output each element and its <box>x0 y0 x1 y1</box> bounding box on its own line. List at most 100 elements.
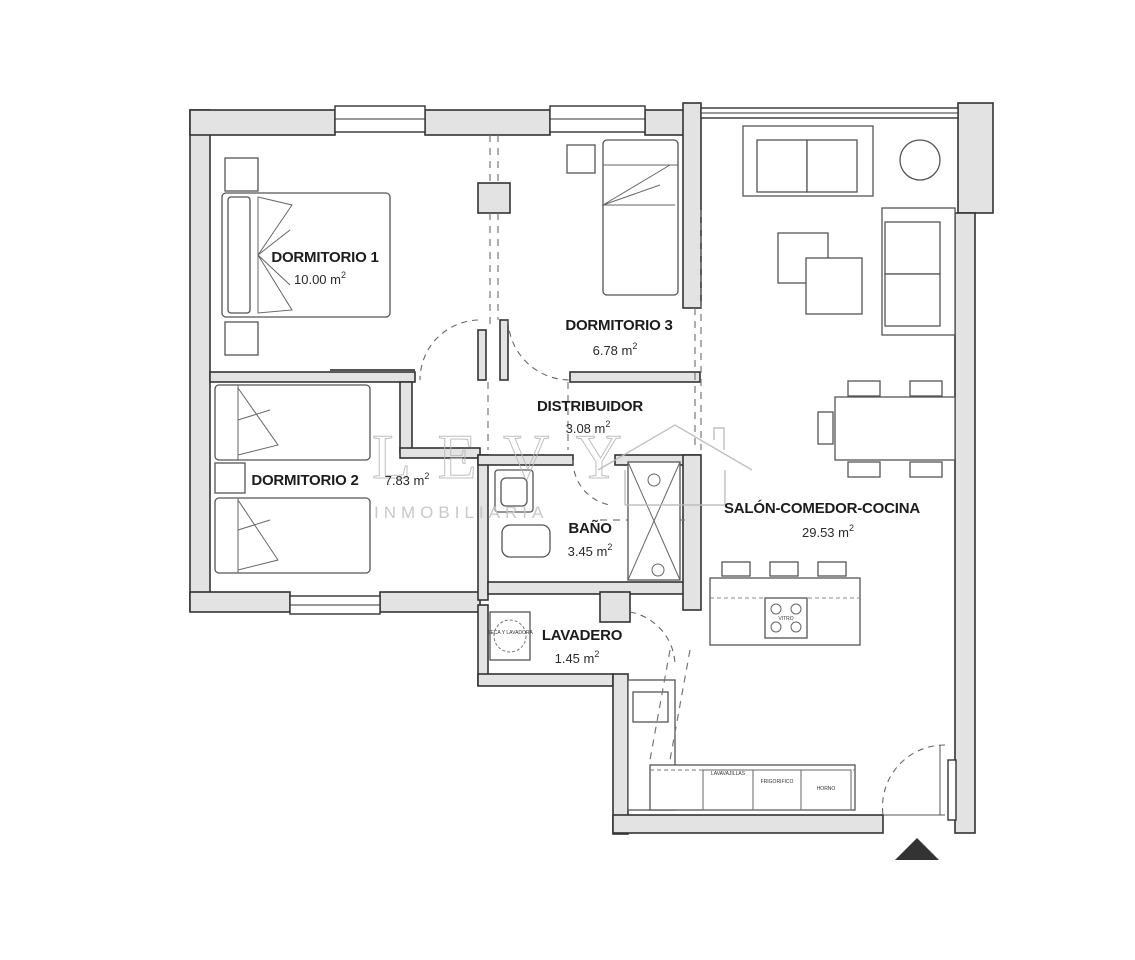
single-bed <box>602 139 679 296</box>
chair <box>847 380 881 397</box>
wall-dorm-door-right <box>499 319 509 381</box>
room-area-dormitorio-1: 10.00 m <box>294 272 341 287</box>
single-bed <box>214 497 371 574</box>
wall-dorm-door-left <box>477 329 487 381</box>
walls <box>189 102 994 835</box>
double-bed <box>221 192 391 318</box>
nightstand <box>224 321 259 356</box>
washer-dryer <box>489 611 531 661</box>
drain-icon <box>651 563 665 577</box>
door-lavadero <box>629 611 676 666</box>
room-area-unit: 2 <box>341 270 346 280</box>
washer-label: SECA Y LAVADORA <box>487 630 533 636</box>
dorm1-furniture <box>221 157 415 371</box>
door-entrance <box>881 744 946 816</box>
hob-icon <box>764 597 808 639</box>
fridge-label: FRIGORIFICO <box>761 779 794 785</box>
room-area-unit: 2 <box>849 523 854 533</box>
sofa-cushion <box>806 139 858 193</box>
chair <box>847 461 881 478</box>
room-area-lavadero: 1.45 m <box>555 651 595 666</box>
chair <box>817 411 834 445</box>
kitchen-sink <box>632 691 669 723</box>
toilet <box>501 524 551 558</box>
wall-top-left <box>189 109 336 136</box>
nightstand <box>566 144 596 174</box>
bath-furniture <box>494 461 681 581</box>
wall-bottom-mid <box>379 591 481 613</box>
room-area-unit: 2 <box>607 542 612 552</box>
nightstand <box>214 462 246 494</box>
door-bano <box>572 459 611 506</box>
room-name-dormitorio-2: DORMITORIO 2 <box>251 472 358 489</box>
svg-text:6.78 m2: 6.78 m2 <box>593 341 638 358</box>
wall-kitchen-left <box>612 673 629 835</box>
chair <box>909 380 943 397</box>
pillow <box>227 196 251 314</box>
room-name-distribuidor: DISTRIBUIDOR <box>537 398 643 415</box>
stool <box>817 561 847 577</box>
wall-lav-left <box>477 604 489 686</box>
watermark-house-icon <box>597 424 753 506</box>
entrance-arrow-icon <box>895 838 939 860</box>
doors <box>419 319 946 816</box>
laundry-furniture: SECA Y LAVADORA <box>487 611 534 661</box>
wall-bath-bottom <box>487 581 701 595</box>
single-bed <box>214 384 371 461</box>
salon-furniture: VITRO LAVAVAJILLAS FRIGORIFICO HORNO <box>627 125 956 811</box>
svg-text:7.83 m2: 7.83 m2 <box>385 471 430 488</box>
door-dorm1 <box>419 319 479 381</box>
shower-head-icon <box>647 473 661 487</box>
window-salon-side <box>947 759 957 821</box>
wall-salon-left-upper <box>682 102 702 309</box>
room-area-unit: 2 <box>632 341 637 351</box>
wall-lav-pillar <box>599 591 631 623</box>
svg-text:10.00 m2: 10.00 m2 <box>294 270 346 287</box>
plant-icon <box>899 139 941 181</box>
wall-dorm2-hall <box>399 447 481 459</box>
room-name-salon: SALÓN-COMEDOR-COCINA <box>724 499 920 517</box>
wall-right <box>954 212 976 834</box>
wall-dorm3-bottom <box>569 371 701 383</box>
svg-text:3.45 m2: 3.45 m2 <box>568 542 613 559</box>
room-area-bano: 3.45 m <box>568 544 608 559</box>
wall-right-top <box>957 102 994 214</box>
washer-drum-icon <box>493 619 527 653</box>
stool <box>769 561 799 577</box>
room-area-dormitorio-2: 7.83 m <box>385 473 425 488</box>
wall-bottom-left <box>189 591 291 613</box>
watermark-tagline: INMOBILIARIA <box>374 503 548 522</box>
wall-lav-bottom <box>477 673 614 687</box>
sink-basin <box>500 477 528 507</box>
room-area-distribuidor: 3.08 m <box>566 421 606 436</box>
stool <box>721 561 751 577</box>
wall-bath-right <box>682 454 702 611</box>
nightstand <box>224 157 259 192</box>
coffee-table <box>805 257 863 315</box>
wall-bath-left <box>477 454 489 601</box>
dorm3-furniture <box>566 139 679 296</box>
wall-top-mid <box>424 109 551 136</box>
wall-dorm1-dorm2 <box>209 371 416 383</box>
room-area-dormitorio-3: 6.78 m <box>593 343 633 358</box>
svg-text:1.45 m2: 1.45 m2 <box>555 649 600 666</box>
oven-label: HORNO <box>817 786 836 792</box>
sofa-cushion <box>884 221 941 275</box>
wall-kitchen-bottom <box>612 814 884 834</box>
room-labels: DORMITORIO 1 10.00 m2 DORMITORIO 2 7.83 … <box>251 249 920 666</box>
room-area-salon: 29.53 m <box>802 525 849 540</box>
windows <box>289 105 959 821</box>
sofa-cushion <box>884 273 941 327</box>
svg-text:29.53 m2: 29.53 m2 <box>802 523 854 540</box>
room-area-unit: 2 <box>605 419 610 429</box>
room-name-bano: BAÑO <box>568 519 612 537</box>
hob-label: VITRO <box>778 616 793 622</box>
dining-table <box>834 396 956 461</box>
room-area-unit: 2 <box>594 649 599 659</box>
dishwasher-label: LAVAVAJILLAS <box>711 771 746 777</box>
room-area-unit: 2 <box>424 471 429 481</box>
sofa-cushion <box>756 139 808 193</box>
dorm2-furniture <box>214 384 371 574</box>
